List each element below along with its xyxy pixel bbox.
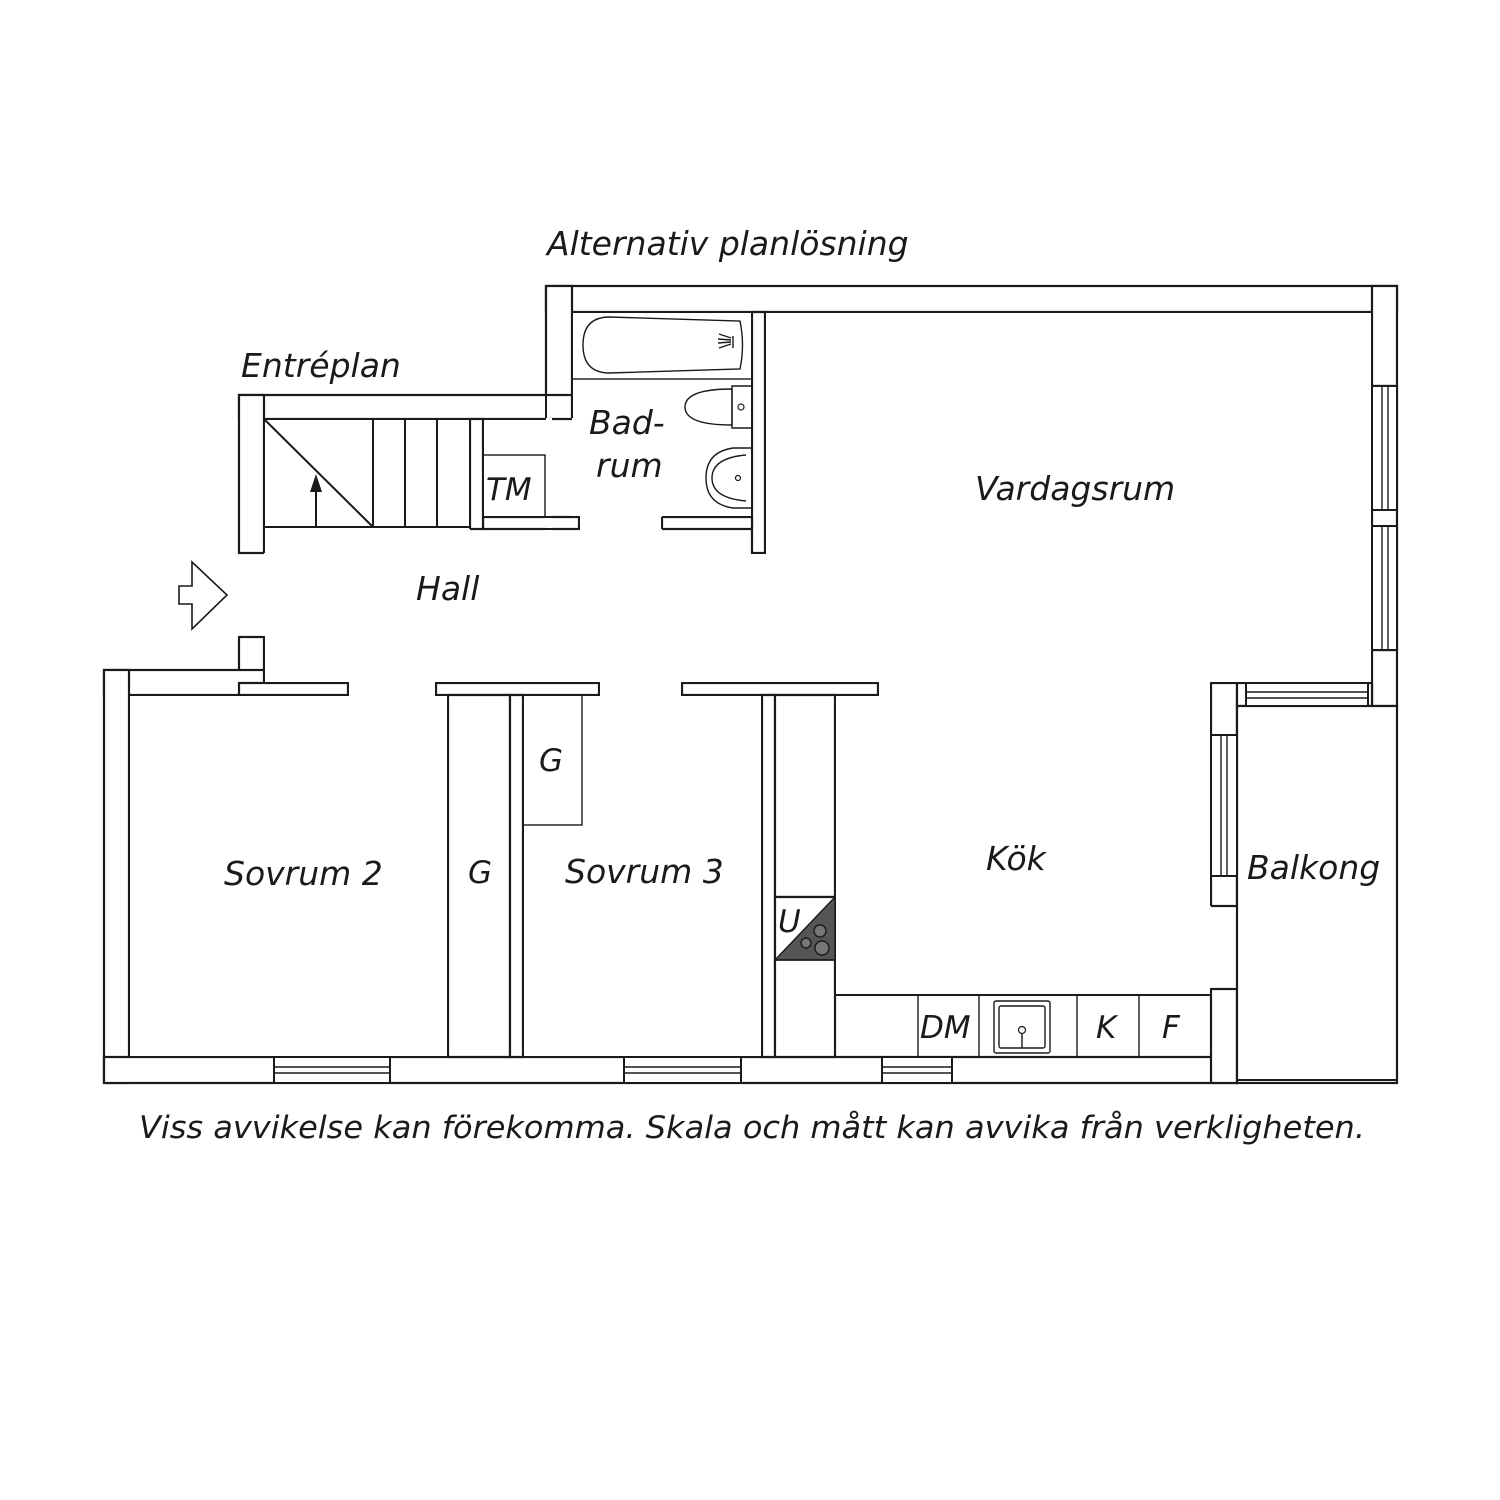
fixture-label-u: U bbox=[778, 904, 801, 940]
kitchen-sink-icon bbox=[993, 1000, 1051, 1054]
windows bbox=[273, 385, 1398, 1084]
sink-icon bbox=[705, 447, 753, 509]
entry-level-title: Entréplan bbox=[241, 346, 401, 385]
fixture-label-wardrobe-left: G bbox=[468, 855, 492, 891]
fixture-label-k: K bbox=[1096, 1010, 1119, 1046]
room-label-bedroom-3: Sovrum 3 bbox=[565, 852, 724, 891]
fixture-label-tm: TM bbox=[486, 472, 532, 508]
room-label-bathroom-2: rum bbox=[596, 446, 663, 485]
fixture-label-f: F bbox=[1162, 1010, 1181, 1046]
room-label-bathroom-1: Bad- bbox=[589, 403, 665, 442]
room-label-hall: Hall bbox=[416, 569, 479, 608]
entry-arrow-icon bbox=[178, 560, 229, 631]
fixture-label-dm: DM bbox=[920, 1010, 971, 1046]
room-interiors bbox=[129, 312, 1394, 1080]
kitchen-counter bbox=[835, 994, 1211, 1057]
wardrobe-box bbox=[522, 694, 583, 826]
bathtub-icon bbox=[571, 311, 753, 380]
washing-machine-box bbox=[482, 454, 546, 518]
alternative-plan-title: Alternativ planlösning bbox=[545, 224, 909, 263]
room-label-kitchen: Kök bbox=[986, 839, 1048, 878]
room-label-balcony: Balkong bbox=[1247, 848, 1380, 887]
room-label-bedroom-2: Sovrum 2 bbox=[224, 854, 383, 893]
toilet-icon bbox=[684, 385, 753, 429]
stair-arrow-icon bbox=[310, 474, 322, 492]
disclaimer-text: Viss avvikelse kan förekomma. Skala och … bbox=[139, 1110, 1365, 1146]
fixture-label-wardrobe-top: G bbox=[539, 743, 563, 779]
staircase bbox=[263, 418, 470, 528]
room-label-living-room: Vardagsrum bbox=[975, 469, 1175, 508]
stove-icon bbox=[773, 895, 836, 961]
